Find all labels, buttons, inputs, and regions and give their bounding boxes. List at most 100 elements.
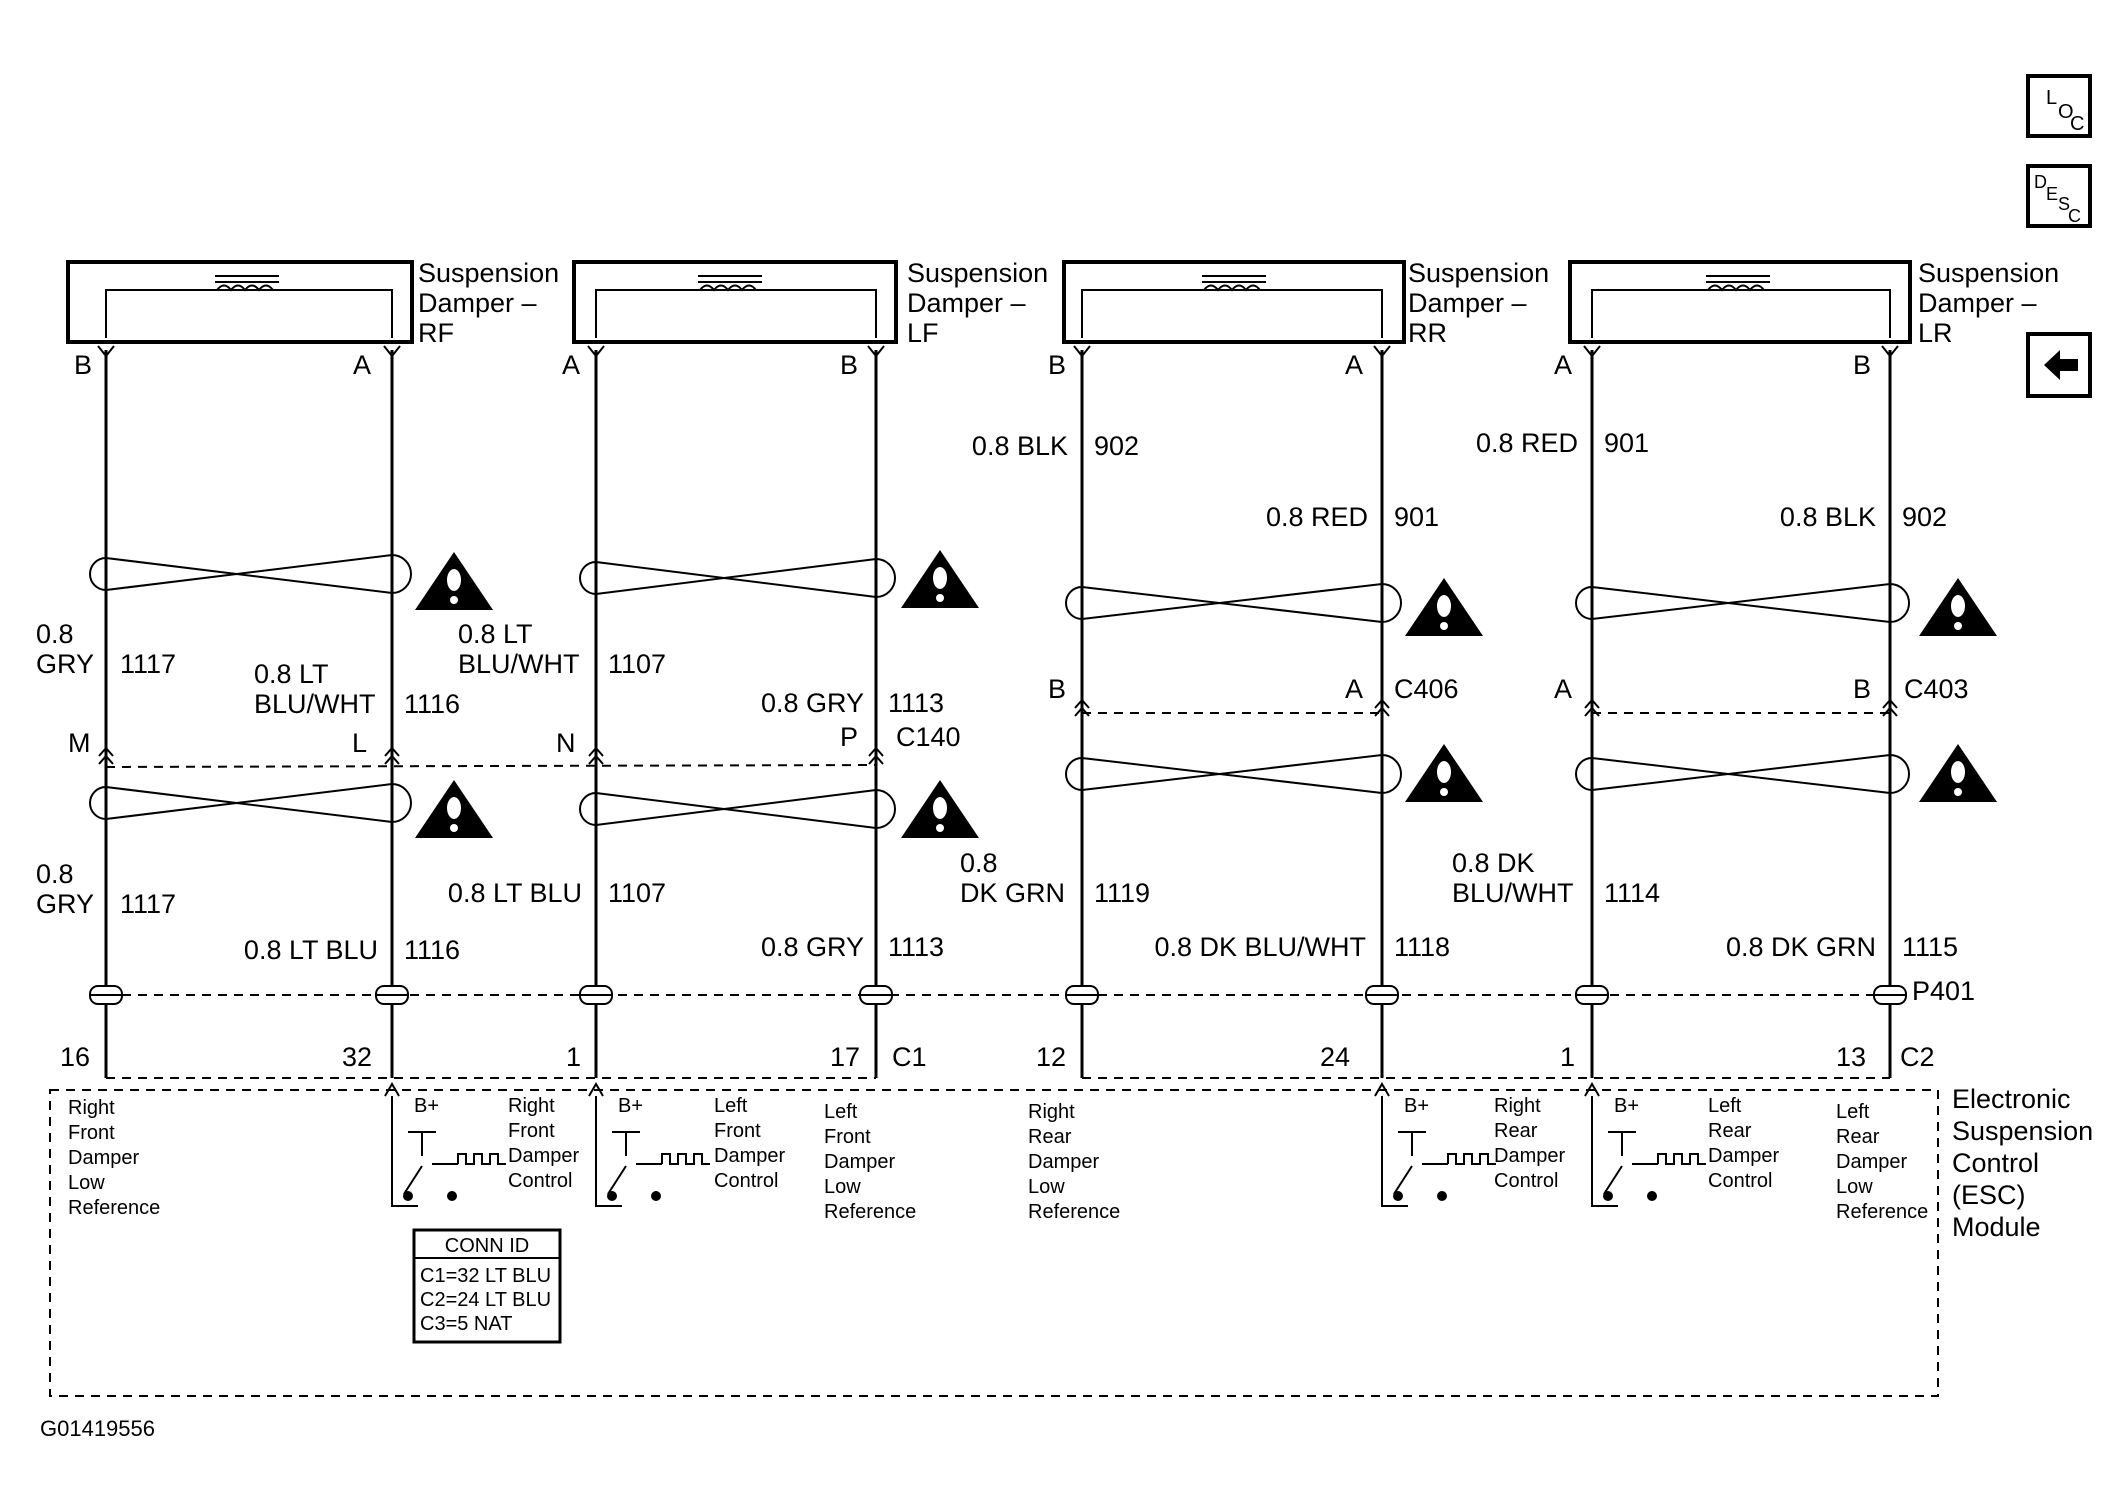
connector-c406: B A C406 <box>1048 674 1459 717</box>
connector-label: C1 <box>892 1042 927 1072</box>
pin-label: 24 <box>1320 1042 1350 1072</box>
connector-label: C403 <box>1904 674 1969 704</box>
wire-circuit: 902 <box>1902 502 1947 532</box>
wire-circuit: 1117 <box>120 889 176 919</box>
pin-label: A <box>1345 674 1363 704</box>
back-button[interactable] <box>2026 332 2092 398</box>
wire-circuit: 1116 <box>404 689 460 719</box>
pin-label: 12 <box>1036 1042 1066 1072</box>
pin-label: A <box>1345 350 1363 380</box>
connector-label: C2 <box>1900 1042 1935 1072</box>
wire-circuit: 1115 <box>1902 932 1958 962</box>
wire-circuit: 1107 <box>608 649 666 679</box>
svg-text:E: E <box>2046 184 2058 204</box>
wire-label: 0.8 BLK <box>1780 502 1876 532</box>
wire-circuit: 1113 <box>888 688 944 718</box>
figure-id: G01419556 <box>40 1416 155 1441</box>
conn-id-table: CONN ID C1=32 LT BLU C2=24 LT BLU C3=5 N… <box>412 1228 562 1344</box>
bplus-label: B+ <box>618 1095 643 1117</box>
wire-label: 0.8 RED <box>1266 502 1368 532</box>
pin-label: 32 <box>342 1042 372 1072</box>
pin-label: 13 <box>1836 1042 1866 1072</box>
pin-label: B <box>840 350 858 380</box>
conn-id-line: C3=5 NAT <box>420 1313 512 1335</box>
warning-icon <box>1405 578 1483 636</box>
pin-label: 1 <box>566 1042 581 1072</box>
connector-label: P401 <box>1912 976 1975 1006</box>
warning-icon <box>1405 744 1483 802</box>
bplus-label: B+ <box>1614 1095 1639 1117</box>
wire-circuit: 1117 <box>120 649 176 679</box>
warning-icons <box>415 550 1997 838</box>
wire-circuit: 902 <box>1094 431 1139 461</box>
pin-label: B <box>74 350 92 380</box>
pin-label: A <box>1554 350 1572 380</box>
wire-circuit: 1119 <box>1094 878 1150 908</box>
pin-label: B <box>1048 674 1066 704</box>
wire-label: 0.8 GRY <box>761 688 864 718</box>
wire-label: 0.8 DK GRN <box>1726 932 1876 962</box>
wire-circuit: 1116 <box>404 935 460 965</box>
upper-wire-labels: 0.8 BLK 902 0.8 RED 901 0.8 RED 901 0.8 … <box>972 428 1947 532</box>
loc-icon: L <box>2046 87 2057 109</box>
back-arrow-icon <box>2044 350 2078 380</box>
driver-circuits <box>391 1096 1706 1207</box>
desc-icon: D <box>2034 172 2047 192</box>
wire-label: 0.8 BLK <box>972 431 1068 461</box>
wire-circuit: 1113 <box>888 932 944 962</box>
connector-p401: P401 <box>89 976 1975 1006</box>
damper-pins: B A A B B A A B <box>74 350 1871 380</box>
connector-label: C140 <box>896 722 961 752</box>
svg-text:S: S <box>2058 194 2070 214</box>
bplus-label: B+ <box>414 1095 439 1117</box>
conn-id-line: C1=32 LT BLU <box>420 1265 551 1287</box>
wire-circuit: 1114 <box>1604 878 1660 908</box>
pin-label: 16 <box>60 1042 90 1072</box>
pin-label: B <box>1048 350 1066 380</box>
pin-label: 1 <box>1560 1042 1575 1072</box>
twisted-pairs <box>89 553 1910 830</box>
pin-label: B <box>1853 674 1871 704</box>
svg-text:C: C <box>2070 113 2084 135</box>
wire-label: 0.8 LT BLU <box>448 878 582 908</box>
pin-label: P <box>840 722 858 752</box>
pin-label: N <box>556 728 576 758</box>
svg-text:O: O <box>2058 101 2074 123</box>
warning-icon <box>415 552 493 610</box>
conn-id-line: C2=24 LT BLU <box>420 1289 551 1311</box>
loc-button[interactable]: L O C <box>2026 74 2092 138</box>
desc-button[interactable]: D E S C <box>2026 164 2092 228</box>
pin-label: A <box>562 350 580 380</box>
warning-icon <box>901 550 979 608</box>
pin-label: L <box>352 728 367 758</box>
connector-c1-c2: 16 32 1 17 C1 12 24 1 13 C2 <box>60 1042 1935 1079</box>
pin-label: M <box>68 728 91 758</box>
pin-label: 17 <box>830 1042 860 1072</box>
pin-label: A <box>1554 674 1572 704</box>
